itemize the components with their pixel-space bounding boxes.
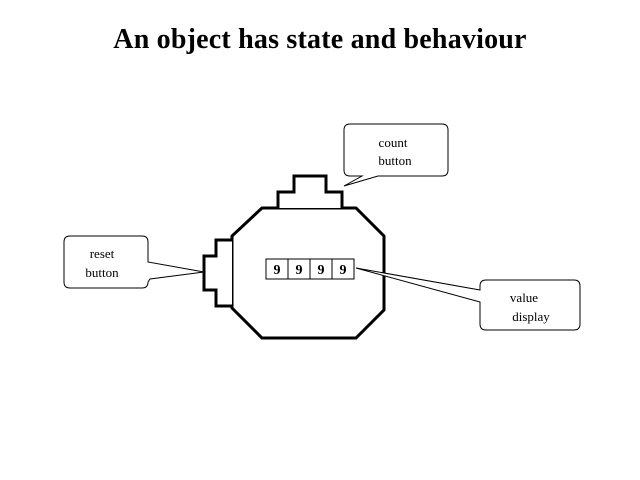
digit-3: 9 (318, 263, 325, 278)
callout-reset-line2: button (85, 265, 119, 280)
digit-2: 9 (296, 263, 303, 278)
callout-value-line2: display (512, 309, 550, 324)
callout-reset-button: reset button (63, 235, 205, 289)
callout-count-line1: count (379, 135, 408, 150)
callout-count-button: count button (343, 123, 449, 187)
count-button-shape[interactable] (276, 174, 344, 208)
digit-4: 9 (340, 263, 347, 278)
callout-reset-line1: reset (90, 246, 115, 261)
callout-count-line2: button (378, 153, 412, 168)
digit-1: 9 (274, 263, 281, 278)
slide-title: An object has state and behaviour (113, 24, 527, 55)
callout-value-line1: value (510, 290, 538, 305)
reset-button-shape[interactable] (202, 238, 232, 308)
digit-cell (331, 258, 355, 280)
value-display: 9 9 9 9 (265, 258, 355, 280)
callout-value-display: value display (355, 267, 581, 331)
